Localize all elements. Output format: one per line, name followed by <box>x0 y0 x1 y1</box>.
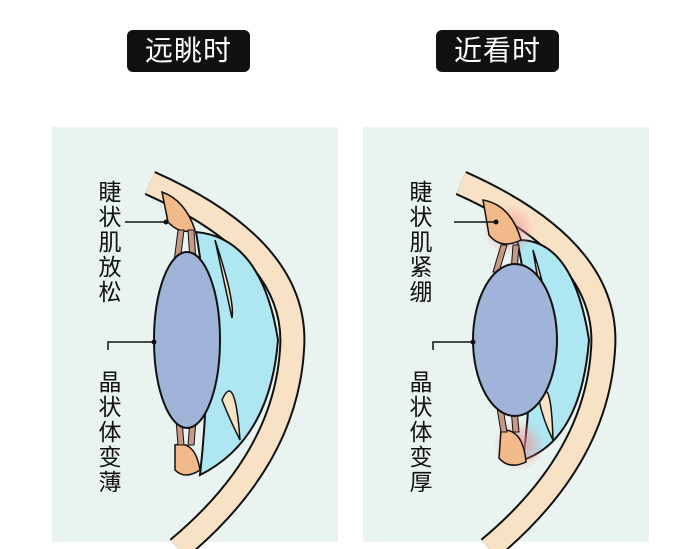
eye-tense <box>432 171 617 549</box>
ciliary-relaxed-label: 睫状肌放松 <box>94 180 120 305</box>
eye-relaxed <box>107 171 306 549</box>
far-view-title: 远眺时 <box>127 30 250 72</box>
lens-thick-label: 晶状体变厚 <box>405 370 431 495</box>
ciliary-muscle-top <box>161 190 196 233</box>
near-view-title: 近看时 <box>436 30 559 72</box>
lens-thin-label: 晶状体变薄 <box>94 370 120 495</box>
ciliary-muscle-bottom <box>174 443 201 476</box>
lens-thick <box>472 263 558 417</box>
ciliary-tense-label: 睫状肌紧绷 <box>405 180 431 305</box>
ciliary-muscle-top <box>482 199 522 245</box>
lens-thin <box>153 251 221 429</box>
